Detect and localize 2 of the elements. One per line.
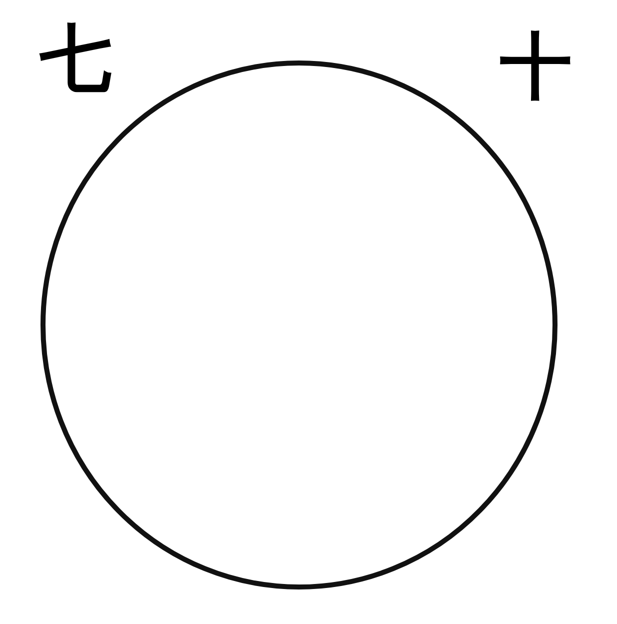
corner-character: 十 [500,30,572,102]
corner-character: 七 [40,22,112,94]
